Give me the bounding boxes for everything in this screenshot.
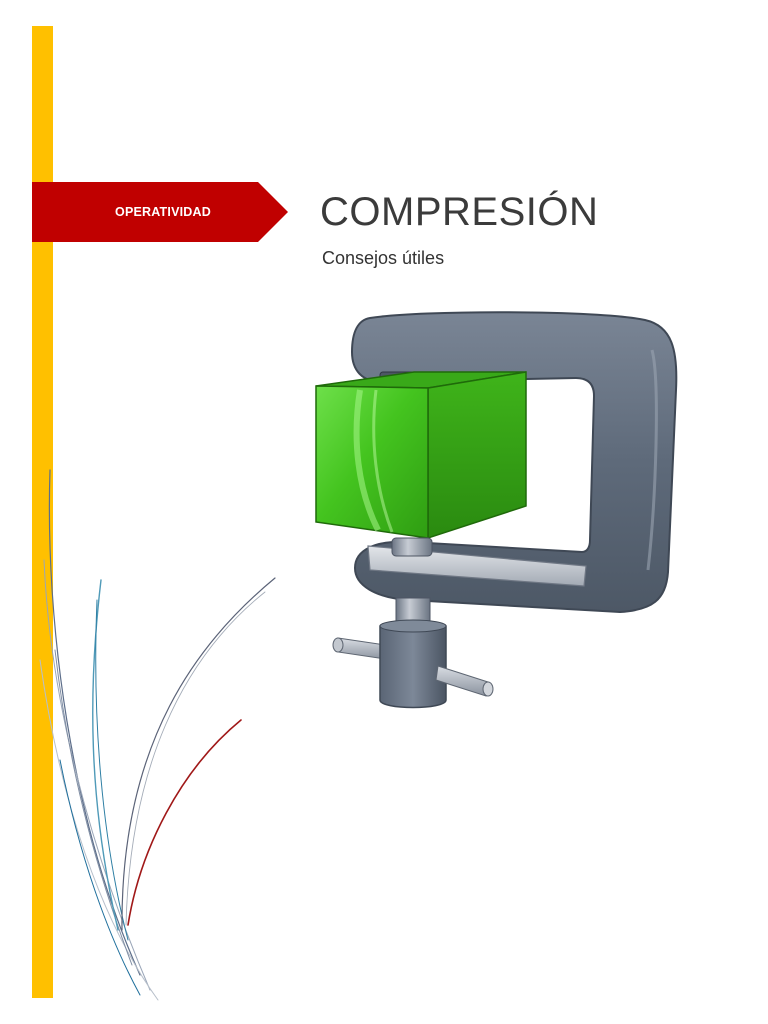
- category-label: OPERATIVIDAD: [115, 205, 211, 219]
- clamp-compressing-cube-icon: [315, 311, 678, 709]
- document-subtitle: Consejos útiles: [322, 248, 445, 268]
- accent-side-bar: [32, 26, 53, 998]
- banner-shape: [32, 182, 288, 242]
- document-title: COMPRESIÓN: [320, 190, 599, 234]
- category-banner: OPERATIVIDAD: [32, 182, 288, 242]
